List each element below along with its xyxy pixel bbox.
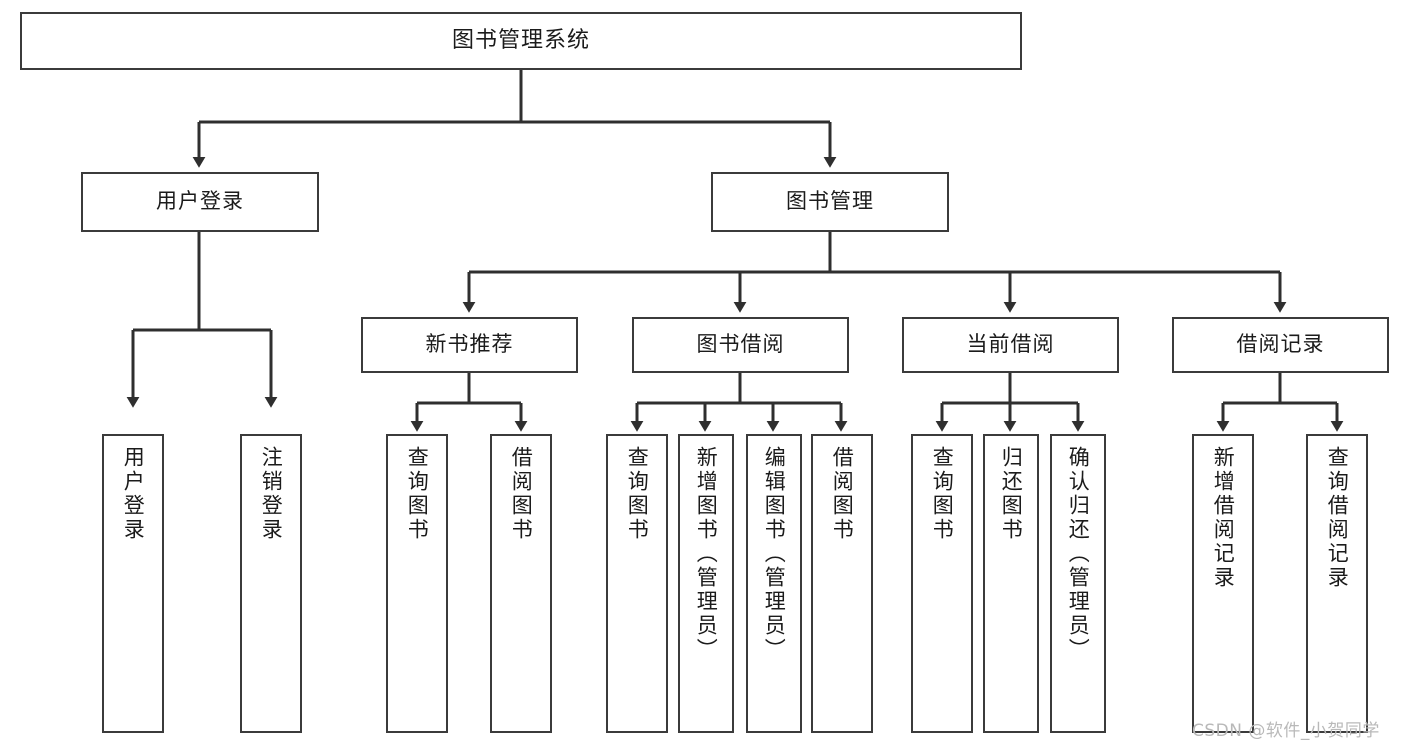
leaf-user-login-label: 用户登录: [121, 446, 146, 542]
leaf-query-book-2[interactable]: 查询图书: [606, 434, 668, 733]
node-user-login-label: 用户登录: [156, 189, 244, 214]
node-current-borrow[interactable]: 当前借阅: [902, 317, 1119, 373]
leaf-query-book-3-label: 查询图书: [930, 446, 955, 542]
leaf-query-record-label: 查询借阅记录: [1325, 446, 1350, 590]
node-book-manage[interactable]: 图书管理: [711, 172, 949, 232]
leaf-add-book[interactable]: 新增图书（管理员）: [678, 434, 734, 733]
leaf-query-book-1[interactable]: 查询图书: [386, 434, 448, 733]
leaf-add-book-label: 新增图书（管理员）: [694, 446, 719, 662]
leaf-edit-book[interactable]: 编辑图书（管理员）: [746, 434, 802, 733]
node-borrow-record[interactable]: 借阅记录: [1172, 317, 1389, 373]
node-root[interactable]: 图书管理系统: [20, 12, 1022, 70]
node-root-label: 图书管理系统: [451, 27, 590, 53]
node-book-borrow[interactable]: 图书借阅: [632, 317, 849, 373]
leaf-borrow-book-2-label: 借阅图书: [830, 446, 855, 542]
leaf-borrow-book-1[interactable]: 借阅图书: [490, 434, 552, 733]
leaf-edit-book-label: 编辑图书（管理员）: [762, 446, 787, 662]
leaf-add-record-label: 新增借阅记录: [1211, 446, 1236, 590]
leaf-query-record[interactable]: 查询借阅记录: [1306, 434, 1368, 733]
node-current-borrow-label: 当前借阅: [966, 332, 1055, 357]
csdn-watermark: CSDN @软件_小贺同学: [1192, 716, 1380, 741]
csdn-watermark-text: CSDN @软件_小贺同学: [1192, 721, 1380, 741]
leaf-add-record[interactable]: 新增借阅记录: [1192, 434, 1254, 733]
leaf-query-book-1-label: 查询图书: [405, 446, 430, 542]
node-user-login[interactable]: 用户登录: [81, 172, 319, 232]
leaf-query-book-3[interactable]: 查询图书: [911, 434, 973, 733]
leaf-confirm-return-label: 确认归还（管理员）: [1066, 446, 1091, 662]
leaf-logout[interactable]: 注销登录: [240, 434, 302, 733]
node-book-borrow-label: 图书借阅: [696, 332, 785, 357]
leaf-return-book-label: 归还图书: [999, 446, 1024, 542]
leaf-logout-label: 注销登录: [259, 446, 284, 542]
leaf-borrow-book-1-label: 借阅图书: [509, 446, 534, 542]
leaf-borrow-book-2[interactable]: 借阅图书: [811, 434, 873, 733]
node-new-book-rec[interactable]: 新书推荐: [361, 317, 578, 373]
leaf-return-book[interactable]: 归还图书: [983, 434, 1039, 733]
node-new-book-rec-label: 新书推荐: [425, 332, 514, 357]
node-book-manage-label: 图书管理: [786, 189, 874, 214]
leaf-user-login[interactable]: 用户登录: [102, 434, 164, 733]
node-borrow-record-label: 借阅记录: [1236, 332, 1325, 357]
leaf-query-book-2-label: 查询图书: [625, 446, 650, 542]
leaf-confirm-return[interactable]: 确认归还（管理员）: [1050, 434, 1106, 733]
